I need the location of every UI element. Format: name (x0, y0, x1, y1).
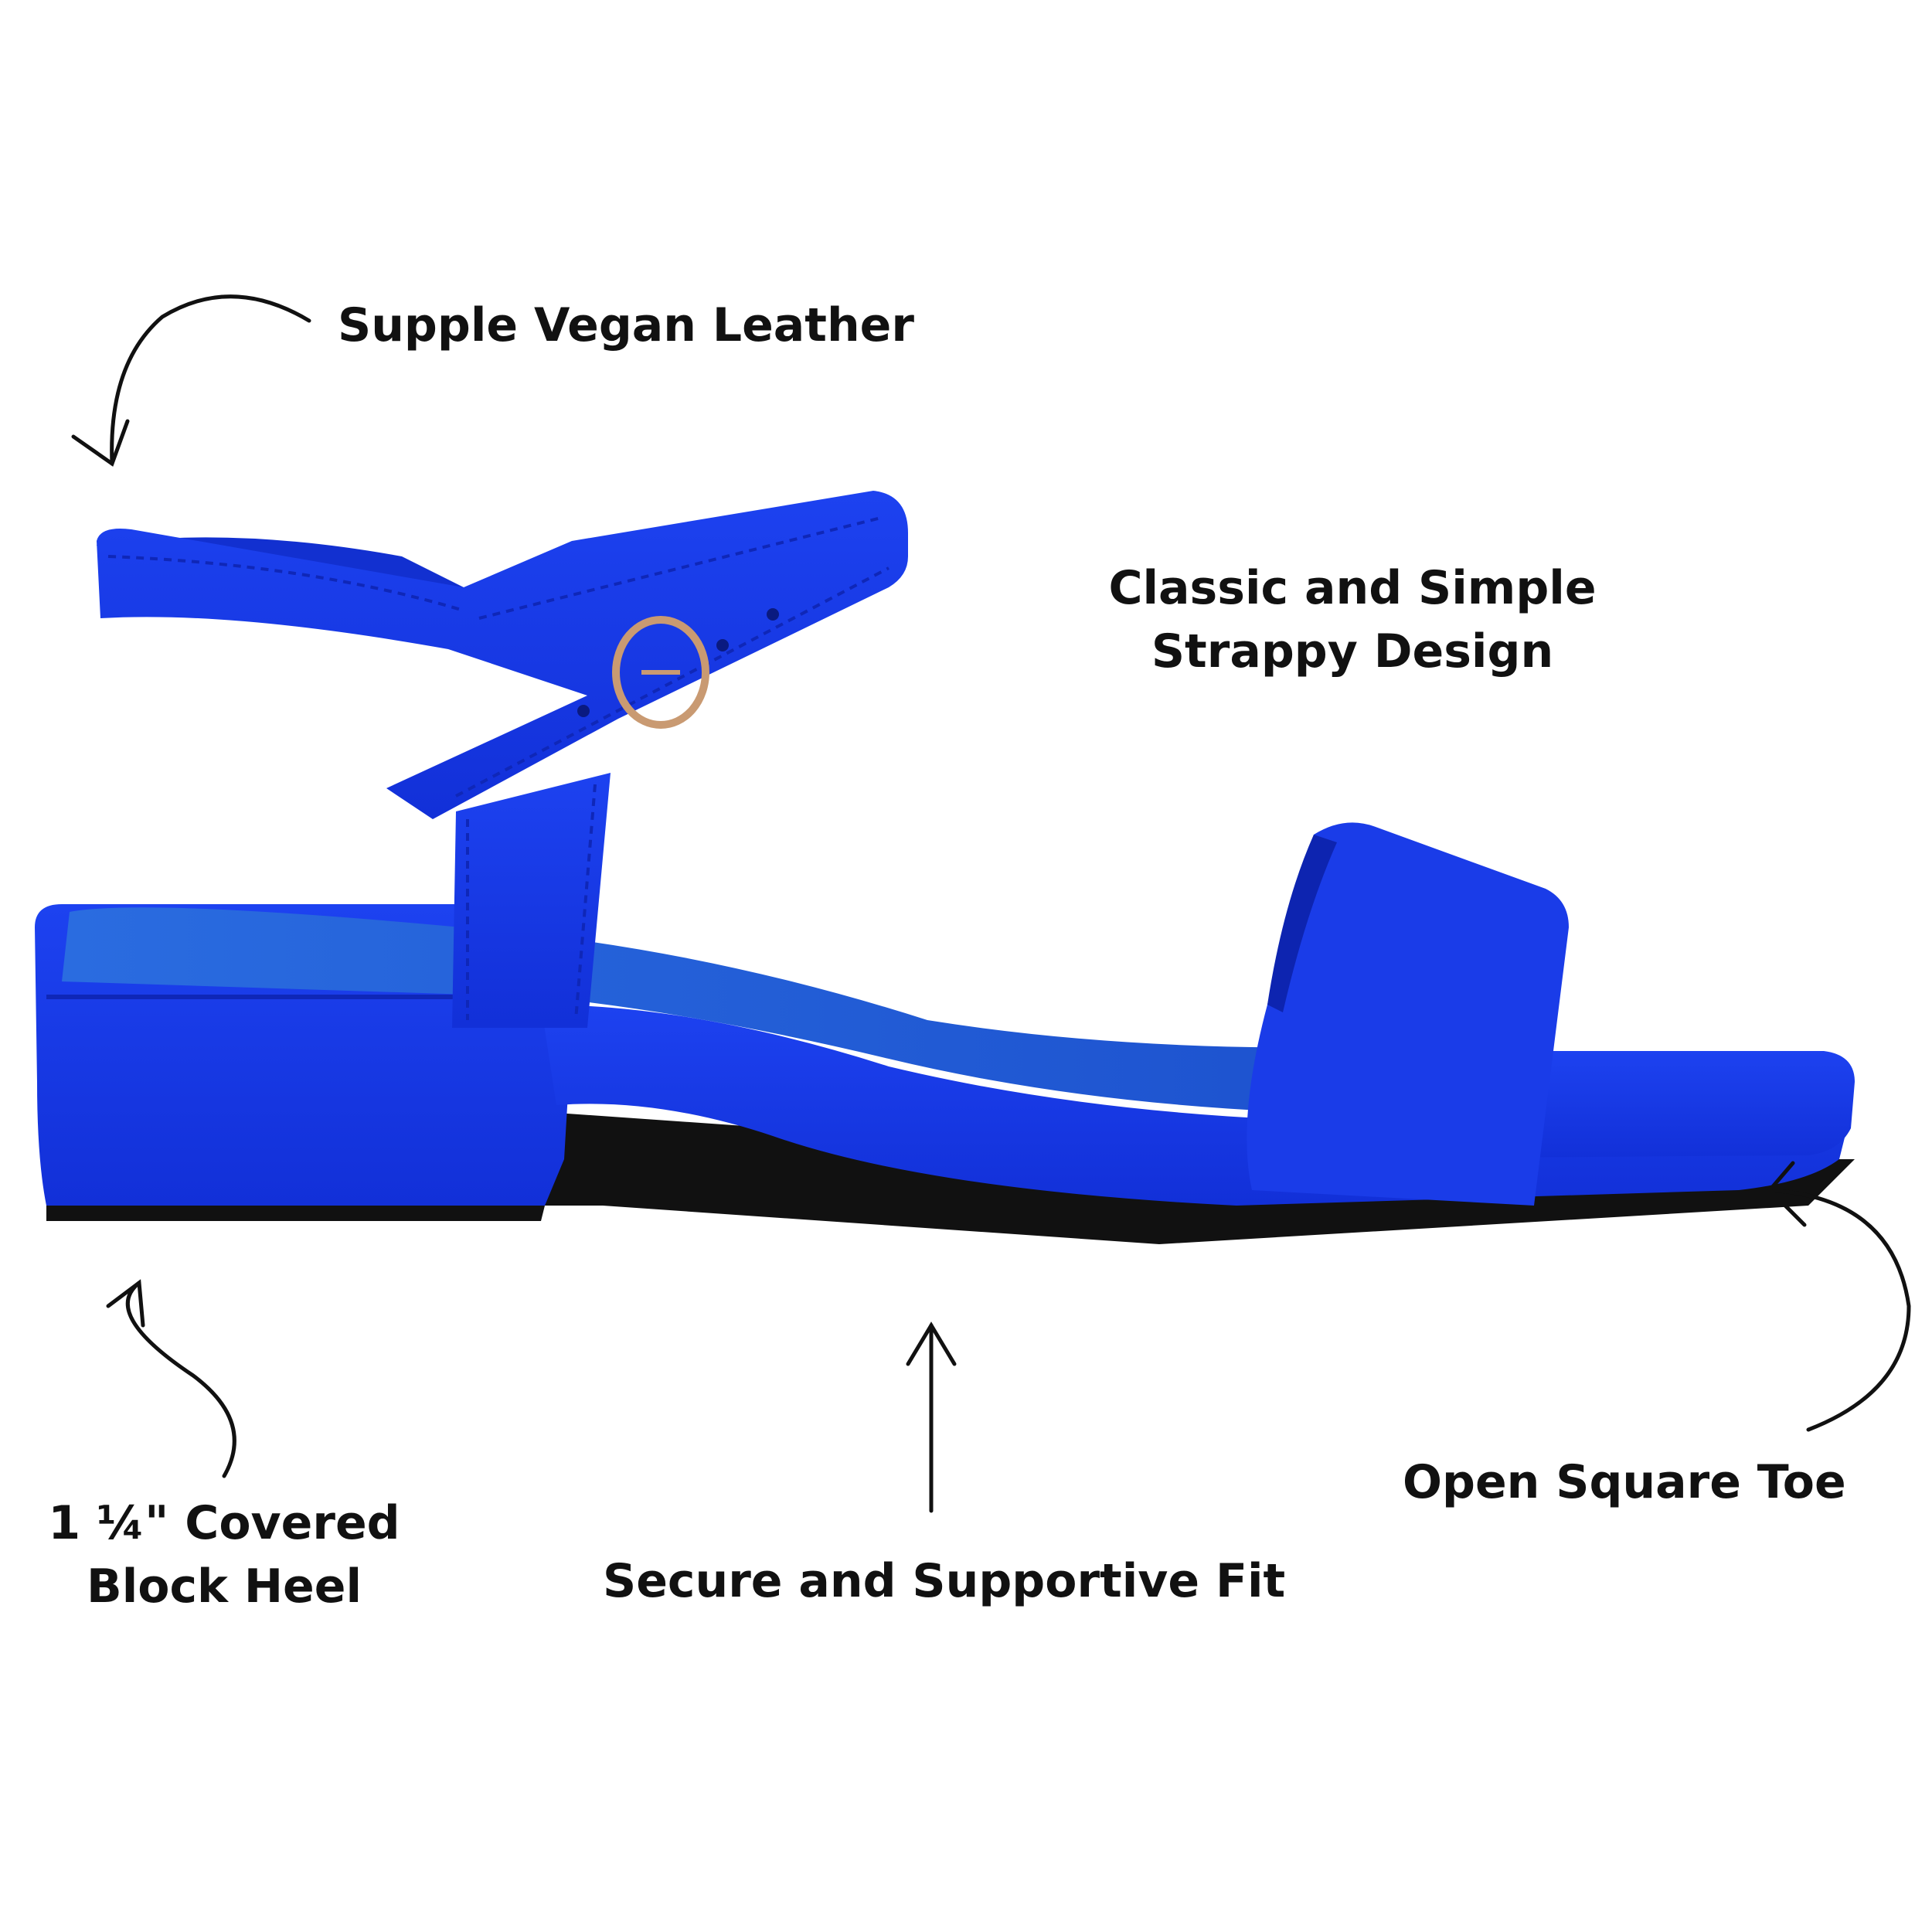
strap-hole (767, 608, 779, 621)
callout-heel-line-2: Block Heel (86, 1560, 362, 1614)
heel-strap-stitch (466, 784, 597, 1021)
toe-strap (1247, 822, 1569, 1206)
callout-supportive-fit: Secure and Supportive Fit (603, 1554, 1286, 1608)
ankle-strap (97, 491, 908, 819)
arrow-supple-head (71, 419, 130, 467)
buckle (612, 616, 709, 729)
arrow-heel-head (106, 1279, 145, 1328)
callout-arrows (71, 294, 1911, 1513)
callout-strappy-line-2: Strappy Design (1151, 624, 1554, 679)
callout-block-heel: 1 ¼" Covered Block Heel (31, 1492, 417, 1618)
sandal (35, 491, 1855, 1244)
arrow-toe (1767, 1188, 1911, 1432)
callout-strappy-line-1: Classic and Simple (1108, 561, 1597, 615)
callout-supple-vegan-leather: Supple Vegan Leather (338, 298, 914, 352)
outsole (46, 1113, 1855, 1244)
callout-open-square-toe: Open Square Toe (1403, 1455, 1846, 1509)
ankle-strap-stitch (107, 516, 889, 798)
strap-hole (577, 705, 590, 717)
arrow-heel (125, 1281, 236, 1478)
toe-strap-inner (1267, 835, 1337, 1012)
callout-strappy-design: Classic and Simple Strappy Design (1082, 556, 1623, 683)
arrow-fit-head (906, 1321, 957, 1366)
strap-hole (716, 639, 729, 651)
heel-strap (452, 773, 611, 1028)
arrow-supple (110, 294, 311, 466)
arrow-toe-head (1767, 1161, 1807, 1227)
callout-heel-line-1: 1 ¼" Covered (48, 1496, 400, 1550)
